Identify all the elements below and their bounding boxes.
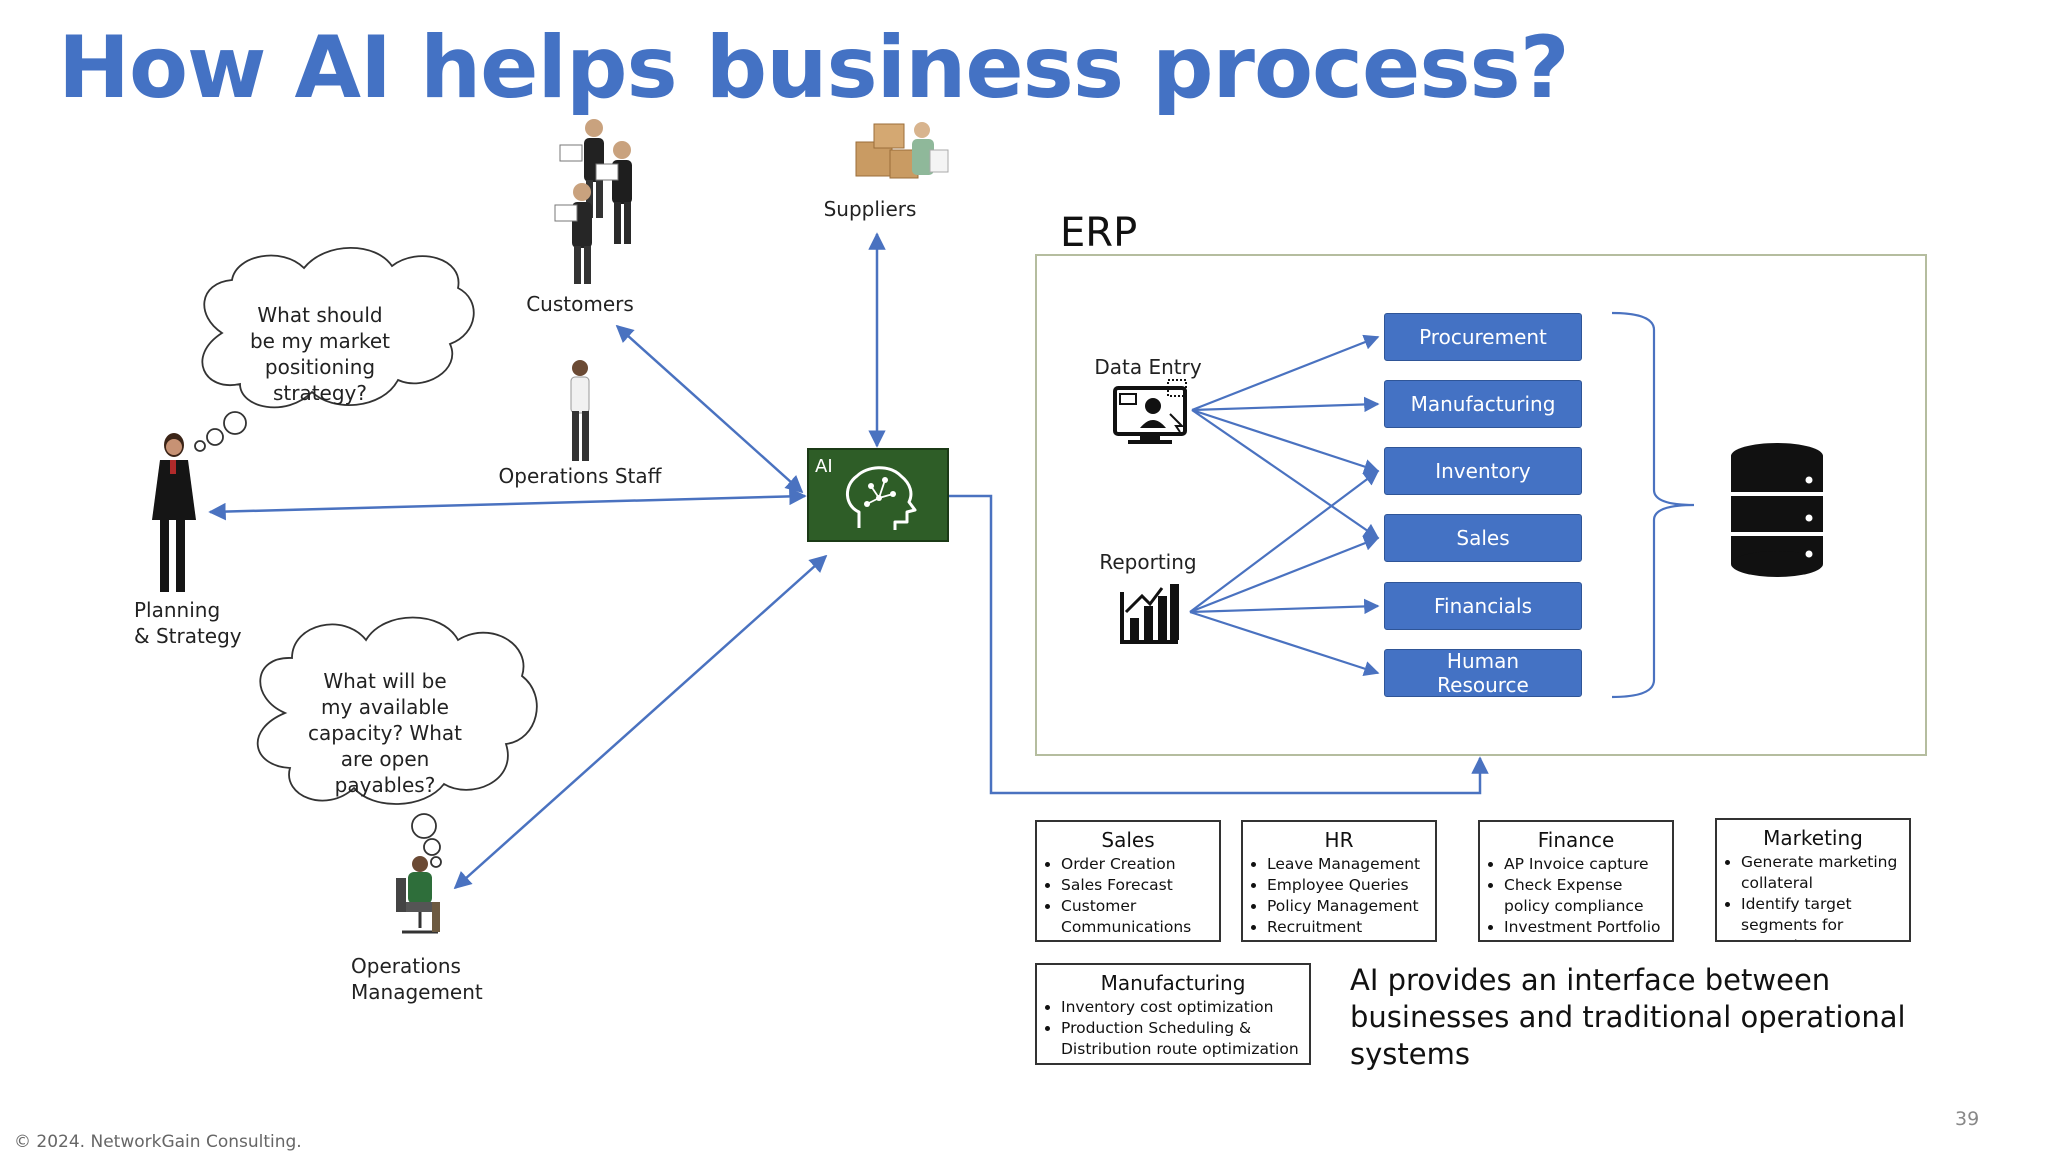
suppliers-label: Suppliers: [823, 197, 917, 221]
operations-staff-figure: [570, 360, 590, 461]
thought-operations-line: capacity? What: [308, 721, 462, 745]
usecase-card-manufacturing: Manufacturing Inventory cost optimizatio…: [1035, 963, 1311, 1065]
card-item: Policy Management: [1267, 896, 1435, 917]
card-item: Customer Communications: [1061, 896, 1219, 938]
card-item: Investment Portfolio Advise: [1504, 917, 1672, 940]
card-item: AP Invoice capture: [1504, 854, 1672, 875]
module-financials: Financials: [1384, 582, 1582, 630]
usecase-card-finance: Finance AP Invoice capture Check Expense…: [1478, 820, 1674, 942]
ai-brain-icon: [846, 466, 917, 530]
module-manufacturing: Manufacturing: [1384, 380, 1582, 428]
customers-label: Customers: [526, 292, 634, 316]
thought-planning-line: positioning: [264, 355, 376, 379]
card-title: Manufacturing: [1100, 971, 1246, 995]
usecase-card-sales: Sales Order Creation Sales Forecast Cust…: [1035, 820, 1221, 942]
card-item: Sales Forecast: [1061, 875, 1219, 896]
card-title: Sales: [1101, 828, 1155, 852]
page-title: How AI helps business process?: [58, 18, 1570, 118]
arrow-ai-planning: [208, 487, 807, 521]
arrow-ai-opsmgmt: [453, 554, 828, 890]
reporting-fanout: [1189, 470, 1380, 677]
card-item: Order Creation: [1061, 854, 1219, 875]
ops-mgmt-label-line2: Management: [351, 980, 483, 1004]
card-title: HR: [1324, 828, 1354, 852]
thought-cloud-operations: [256, 616, 538, 868]
card-item: Production Scheduling & Distribution rou…: [1061, 1018, 1309, 1060]
operations-management-label: Operations Management: [351, 953, 483, 1005]
ai-label: AI: [815, 456, 833, 477]
thought-cloud-planning: [194, 247, 475, 452]
thought-planning-line: strategy?: [272, 381, 368, 405]
arrow-ai-customers: [615, 324, 804, 494]
card-item: Employee Queries: [1267, 875, 1435, 896]
data-entry-label: Data Entry: [1094, 355, 1202, 379]
thought-operations-line: What will be: [323, 669, 447, 693]
operations-management-figure: [396, 856, 440, 934]
arrow-ai-erp: [949, 494, 1489, 795]
planning-label-line1: Planning: [134, 598, 221, 622]
thought-planning-line: What should: [257, 303, 383, 327]
customers-figure: [554, 119, 632, 284]
planning-label-line2: & Strategy: [134, 624, 242, 648]
usecase-card-marketing: Marketing Generate marketing collateral …: [1715, 818, 1911, 942]
thought-operations-line: payables?: [334, 773, 436, 797]
erp-container: [1035, 254, 1927, 756]
thought-text-planning: What should be my market positioning str…: [230, 302, 410, 406]
suppliers-figure: [855, 122, 949, 179]
card-title: Marketing: [1763, 826, 1863, 850]
thought-operations-line: my available: [321, 695, 449, 719]
footer-copyright: © 2024. NetworkGain Consulting.: [14, 1132, 302, 1152]
modules-brace: [1611, 311, 1695, 699]
module-inventory: Inventory: [1384, 447, 1582, 495]
summary-text: AI provides an interface between busines…: [1350, 963, 1906, 1071]
card-item: Check Expense policy compliance: [1504, 875, 1672, 917]
card-item: Inventory cost optimization: [1061, 997, 1309, 1018]
card-title: Finance: [1537, 828, 1615, 852]
usecase-card-hr: HR Leave Management Employee Queries Pol…: [1241, 820, 1437, 942]
card-item: Identify target segments for campaigns: [1741, 894, 1909, 940]
operations-staff-label: Operations Staff: [498, 464, 662, 488]
card-item: Recruitment: [1267, 917, 1435, 938]
reporting-icon: [1120, 584, 1179, 644]
thought-operations-line: are open: [340, 747, 430, 771]
module-human-resource: Human Resource: [1384, 649, 1582, 697]
planning-strategy-label: Planning & Strategy: [134, 597, 242, 649]
module-sales: Sales: [1384, 514, 1582, 562]
database-icon: [1731, 443, 1823, 577]
planning-strategy-figure: [152, 433, 196, 592]
reporting-label: Reporting: [1099, 550, 1197, 574]
thought-planning-line: be my market: [249, 329, 390, 353]
module-procurement: Procurement: [1384, 313, 1582, 361]
thought-text-operations: What will be my available capacity? What…: [295, 668, 475, 798]
card-item: Generate marketing collateral: [1741, 852, 1909, 894]
page-number: 39: [1955, 1108, 1980, 1130]
ai-node: AI: [807, 448, 949, 542]
data-entry-fanout: [1191, 334, 1380, 539]
ops-mgmt-label-line1: Operations: [351, 954, 461, 978]
card-item: Leave Management: [1267, 854, 1435, 875]
erp-title: ERP: [1060, 210, 1138, 256]
data-entry-icon: [1113, 379, 1187, 444]
